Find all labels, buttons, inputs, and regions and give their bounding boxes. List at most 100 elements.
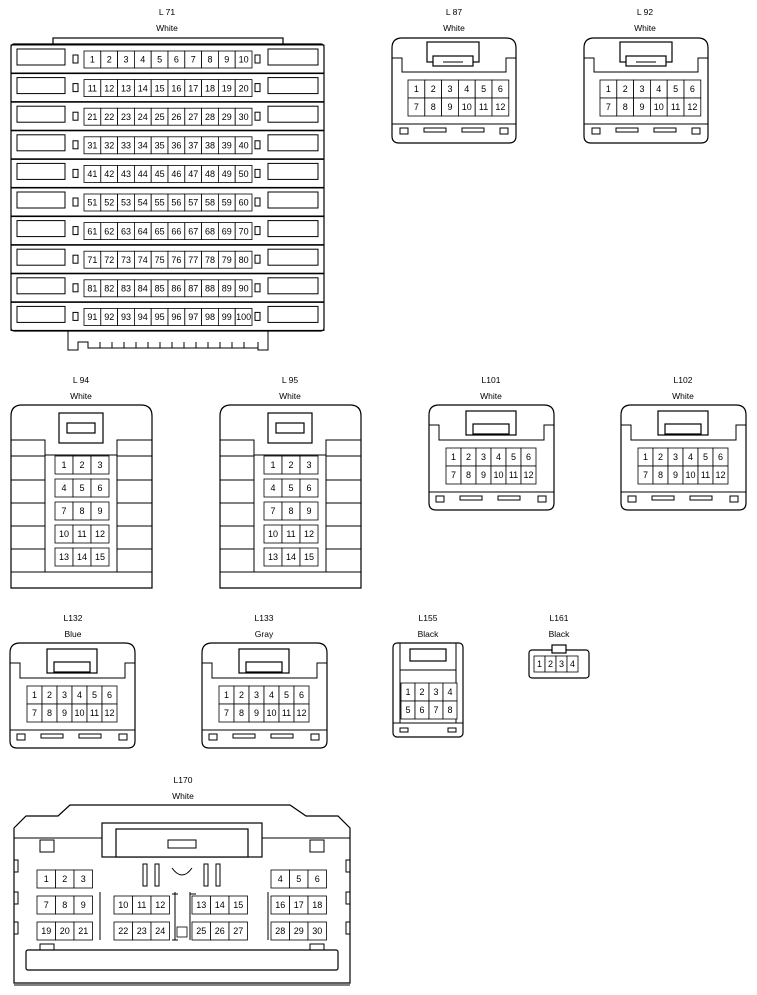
pin-number: 3 [123,55,128,65]
pin-number: 17 [188,83,198,93]
l170-pin-9: 9 [73,895,93,915]
l71-pin-5: 5 [150,50,169,69]
pin-number: 24 [155,926,165,936]
pin-number: 56 [171,198,181,208]
pin-number: 7 [433,705,438,715]
pin-number: 4 [77,690,82,700]
l71-pin-81: 81 [83,279,102,298]
connector-l102-id: L102 [674,375,693,385]
pin-number: 45 [155,169,165,179]
pin-number: 17 [294,900,304,910]
pin-number: 14 [215,900,225,910]
l71-pin-8: 8 [201,50,219,69]
pin-number: 11 [671,102,680,112]
l71-pin-75: 75 [150,250,169,269]
l95-pin-11: 11 [281,524,301,544]
pin-number: 5 [673,84,678,94]
pin-number: 8 [239,708,244,718]
l132-pin-8: 8 [41,703,58,723]
l71-pin-76: 76 [167,250,186,269]
l92-pin-1: 1 [599,79,618,99]
pin-number: 51 [87,198,97,208]
l92-pin-6: 6 [683,79,702,99]
l170-pin-28: 28 [270,921,290,941]
pin-number: 7 [643,470,648,480]
l170-pin-14: 14 [210,895,230,915]
l71-pin-49: 49 [217,164,236,183]
l71-pin-72: 72 [100,250,119,269]
l71-pin-53: 53 [117,193,135,212]
pin-number: 8 [207,55,212,65]
pin-number: 8 [79,506,84,516]
l71-pin-21: 21 [83,107,102,126]
l133-pin-11: 11 [278,703,295,723]
pin-number: 80 [239,255,249,265]
l71-pin-41: 41 [83,164,102,183]
l71-pin-10: 10 [234,50,253,69]
l101-pin-4: 4 [490,447,507,467]
pin-number: 25 [155,112,165,122]
l71-pin-22: 22 [100,107,119,126]
pin-number: 60 [239,198,249,208]
pin-number: 5 [296,874,301,884]
l132-pin-3: 3 [56,685,73,705]
pin-number: 5 [703,452,708,462]
l71-pin-17: 17 [184,79,203,97]
l71-pin-38: 38 [201,136,219,155]
l95-pin-2: 2 [281,455,301,475]
l71-pin-77: 77 [184,250,203,269]
connector-l71-color: White [156,23,178,33]
pin-number: 4 [278,874,283,884]
l170-pin-21: 21 [73,921,93,941]
pin-number: 7 [191,55,196,65]
pin-number: 11 [90,708,99,718]
pin-number: 72 [104,255,114,265]
pin-number: 7 [606,102,611,112]
l71-pin-94: 94 [133,307,152,326]
pin-number: 2 [548,659,553,669]
pin-number: 4 [61,483,66,493]
l155-pin-5: 5 [400,700,416,720]
pin-number: 96 [171,312,181,322]
pin-number: 9 [97,506,102,516]
l71-pin-47: 47 [184,164,203,183]
pin-number: 7 [451,470,456,480]
pin-number: 12 [304,529,314,539]
l170-pin-19: 19 [36,921,56,941]
pin-number: 21 [87,112,97,122]
l132-pin-9: 9 [56,703,73,723]
pin-number: 11 [282,708,291,718]
l132-pin-11: 11 [86,703,103,723]
l94-pin-6: 6 [90,478,110,498]
l101-pin-2: 2 [460,447,477,467]
pin-number: 10 [266,708,276,718]
pin-number: 47 [188,169,198,179]
connector-l133-color: Gray [255,629,274,639]
pin-number: 36 [171,141,181,151]
l132-pin-1: 1 [26,685,43,705]
l71-pin-71: 71 [83,250,102,269]
connector-l133-id: L133 [255,613,274,623]
pin-number: 27 [188,112,198,122]
l71-pin-89: 89 [217,279,236,298]
l95-pin-13: 13 [263,547,283,567]
pin-number: 28 [205,112,215,122]
l94-pin-10: 10 [54,524,74,544]
pin-number: 4 [447,687,452,697]
l92-pin-2: 2 [616,79,634,99]
pin-number: 26 [215,926,225,936]
connector-l101-id: L101 [482,375,501,385]
l132-pin-12: 12 [101,703,118,723]
l94-pin-2: 2 [72,455,92,475]
l71-pin-90: 90 [234,279,253,298]
l170-pin-15: 15 [228,895,248,915]
l71-pin-19: 19 [217,79,236,97]
pin-number: 6 [174,55,179,65]
pin-number: 5 [511,452,516,462]
l71-pin-74: 74 [133,250,152,269]
pin-number: 2 [623,84,628,94]
l87-pin-7: 7 [407,97,426,117]
pin-number: 89 [222,284,232,294]
l71-pin-34: 34 [133,136,152,155]
